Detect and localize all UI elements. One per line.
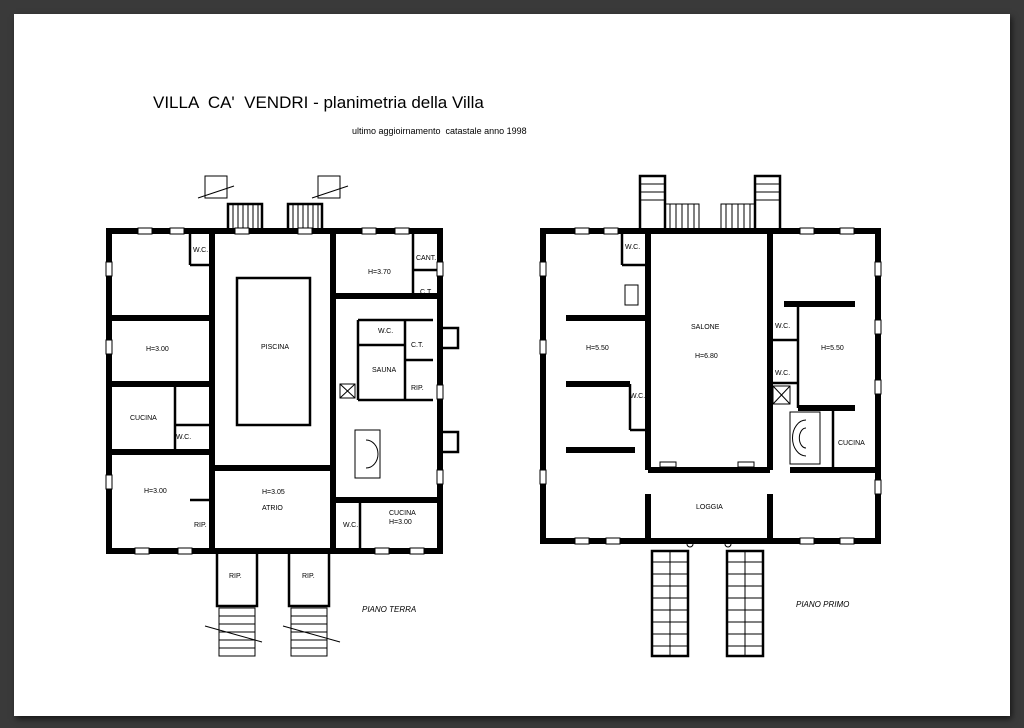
gt-label-atrio: ATRIO	[262, 505, 283, 512]
ground-floor-caption: PIANO TERRA	[362, 605, 416, 614]
gt-label-rip-porch-right: RIP.	[302, 573, 315, 580]
pp-label-cucina: CUCINA	[838, 440, 865, 447]
pp-label-salone: SALONE	[691, 324, 720, 331]
gt-label-cant: CANT.	[416, 255, 436, 262]
gt-label-cucina-right: CUCINA	[389, 510, 416, 517]
gt-label-sauna: SAUNA	[372, 367, 396, 374]
ground-floor-top-stairs	[197, 175, 349, 234]
pp-label-room-right: H=5.50	[821, 345, 844, 352]
gt-label-rip-porch-left: RIP.	[229, 573, 242, 580]
gt-label-wc-right: W.C.	[378, 328, 393, 335]
gt-label-wc-top: W.C.	[193, 247, 208, 254]
gt-label-wc-left: W.C.	[176, 434, 191, 441]
drawing-title: VILLA CA' VENDRI - planimetria della Vil…	[153, 93, 484, 112]
gt-label-rip-left: RIP.	[194, 522, 207, 529]
floor-plan-drawing: VILLA CA' VENDRI - planimetria della Vil…	[105, 93, 882, 658]
gt-label-wc-bottom: W.C.	[343, 522, 358, 529]
first-floor-plan: W.C. H=5.50 W.C. SALONE H=6.80 LOGGIA W.…	[539, 174, 882, 658]
gt-label-cucina-left: CUCINA	[130, 415, 157, 422]
pp-label-wc-top: W.C.	[625, 244, 640, 251]
drawing-sheet: VILLA CA' VENDRI - planimetria della Vil…	[14, 14, 1010, 716]
pp-label-wc-right-lower: W.C.	[775, 370, 790, 377]
pp-label-loggia: LOGGIA	[696, 504, 723, 511]
ground-floor-stair	[354, 429, 381, 479]
ground-floor-bottom-porches	[204, 549, 341, 657]
gt-label-room-right-top: H=3.70	[368, 269, 391, 276]
gt-label-rip-right: RIP.	[411, 385, 424, 392]
gt-label-room-left-upper: H=3.00	[146, 346, 169, 353]
pp-label-salone-height: H=6.80	[695, 353, 718, 360]
first-floor-bottom-stairs	[650, 540, 765, 658]
gt-label-room-left-lower: H=3.00	[144, 488, 167, 495]
first-floor-top-stairs	[638, 174, 782, 233]
first-floor-caption: PIANO PRIMO	[796, 600, 849, 609]
ground-floor-plan: W.C. H=3.00 CUCINA W.C. H=3.00 RIP. PISC…	[105, 175, 460, 657]
gt-label-piscina: PISCINA	[261, 344, 289, 351]
piscina-pool	[235, 276, 312, 427]
gt-label-ct-top: C.T.	[420, 289, 433, 296]
gt-label-ct-mid: C.T.	[411, 342, 424, 349]
pp-label-wc-left: W.C.	[630, 393, 645, 400]
first-floor-stair	[789, 411, 821, 465]
drawing-subtitle: ultimo aggioirnamento catastale anno 199…	[352, 126, 527, 136]
pp-label-wc-right-upper: W.C.	[775, 323, 790, 330]
gt-label-cucina-right-height: H=3.00	[389, 519, 412, 526]
pp-label-room-left: H=5.50	[586, 345, 609, 352]
gt-label-atrio-height: H=3.05	[262, 489, 285, 496]
